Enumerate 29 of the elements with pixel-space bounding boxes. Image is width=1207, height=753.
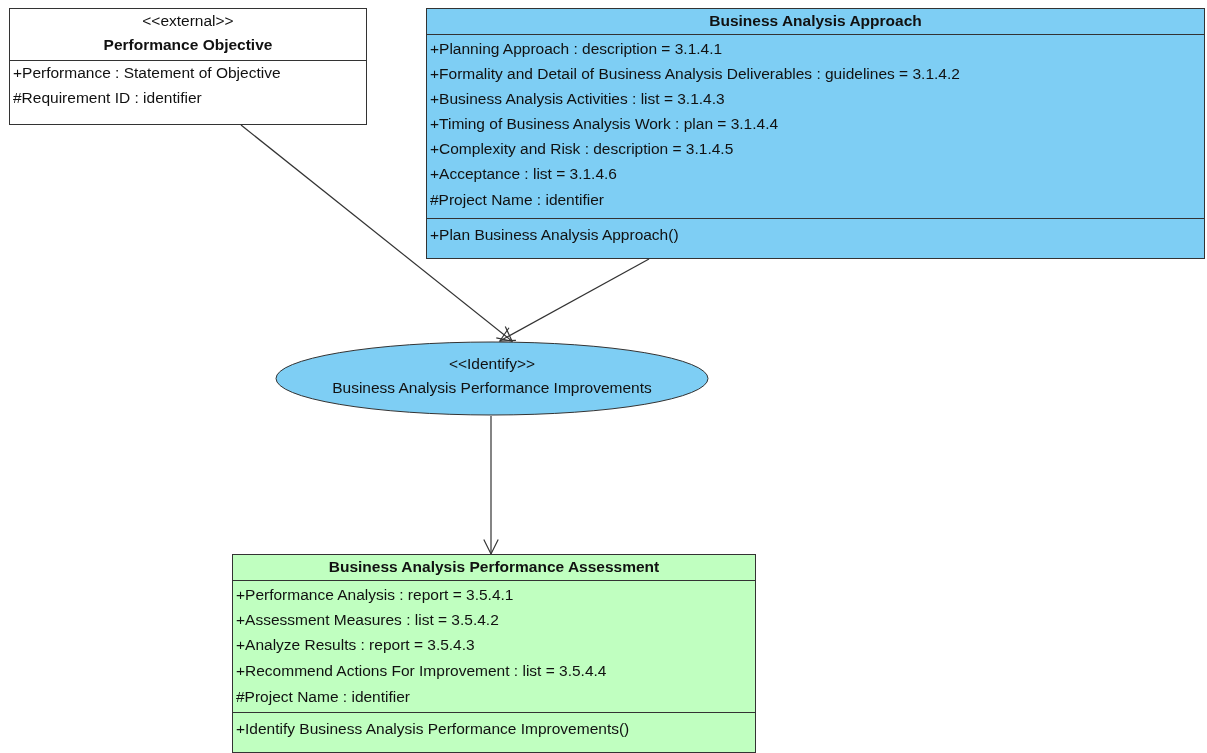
attribute-text: #Requirement ID : identifier — [13, 88, 202, 108]
attribute-text: +Recommend Actions For Improvement : list = 3.5.4.4 — [236, 661, 607, 681]
class-box — [9, 8, 367, 125]
use-case-name: Business Analysis Performance Improvements — [332, 378, 652, 398]
operation-text: +Plan Business Analysis Approach() — [430, 225, 679, 245]
class-box — [426, 8, 1205, 259]
attribute-text: #Project Name : identifier — [236, 687, 411, 707]
attribute-text: +Acceptance : list = 3.1.4.6 — [430, 164, 617, 184]
class-box — [232, 554, 756, 753]
class-name: Business Analysis Performance Assessment — [328, 557, 660, 577]
attribute-text: #Project Name : identifier — [430, 190, 605, 210]
attribute-text: +Business Analysis Activities : list = 3.1.4.3 — [430, 89, 725, 109]
stereotype-label: <<external>> — [142, 11, 234, 31]
attribute-text: +Complexity and Risk : description = 3.1.4.5 — [430, 139, 734, 159]
use-case-ellipse — [275, 341, 709, 416]
stereotype-label: <<Identify>> — [448, 354, 536, 374]
attribute-text: +Formality and Detail of Business Analysis Deliverables : guidelines = 3.1.4.2 — [430, 64, 960, 84]
attribute-text: +Performance Analysis : report = 3.5.4.1 — [236, 585, 514, 605]
attribute-text: +Timing of Business Analysis Work : plan = 3.1.4.4 — [430, 114, 779, 134]
arrow — [240, 124, 513, 342]
attribute-text: +Planning Approach : description = 3.1.4.1 — [430, 39, 723, 59]
attribute-text: +Performance : Statement of Objective — [13, 63, 281, 83]
class-name: Performance Objective — [103, 35, 273, 55]
attribute-text: +Analyze Results : report = 3.5.4.3 — [236, 635, 475, 655]
operation-text: +Identify Business Analysis Performance Improvements() — [236, 719, 630, 739]
attribute-text: +Assessment Measures : list = 3.5.4.2 — [236, 610, 499, 630]
arrow — [499, 258, 650, 342]
arrow — [483, 415, 499, 555]
class-name: Business Analysis Approach — [709, 11, 922, 31]
